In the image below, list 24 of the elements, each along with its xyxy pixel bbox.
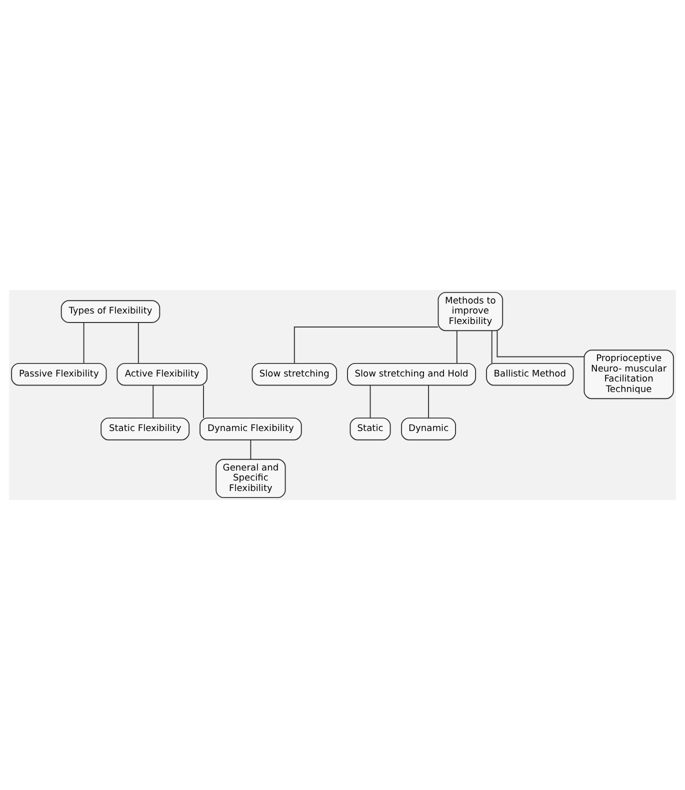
connector: [294, 326, 439, 364]
node-box: Slow stretching and Hold: [347, 362, 476, 386]
connector: [370, 384, 371, 418]
node-box: Passive Flexibility: [11, 362, 107, 386]
node-box: Proprioceptive Neuro- muscular Facilitation Technique: [584, 350, 674, 400]
connector: [496, 330, 585, 358]
node-box: Methods to improve Flexibility: [438, 292, 504, 332]
connector: [83, 322, 84, 364]
node-box: Ballistic Method: [486, 362, 574, 386]
connector: [152, 384, 154, 418]
connector: [250, 439, 252, 460]
node-box: Dynamic: [401, 418, 456, 440]
node-box: General and Specific Flexibility: [216, 458, 286, 498]
node-box: Static: [350, 418, 391, 440]
node-box: Dynamic Flexibility: [200, 418, 302, 440]
connector: [491, 330, 492, 364]
connector: [456, 330, 458, 364]
connector: [138, 322, 139, 364]
node-box: Static Flexibility: [100, 418, 190, 440]
node-box: Slow stretching: [252, 362, 338, 386]
node-box: Types of Flexibility: [60, 300, 160, 323]
connector: [428, 384, 430, 418]
node-box: Active Flexibility: [116, 362, 208, 386]
connector: [203, 384, 204, 418]
